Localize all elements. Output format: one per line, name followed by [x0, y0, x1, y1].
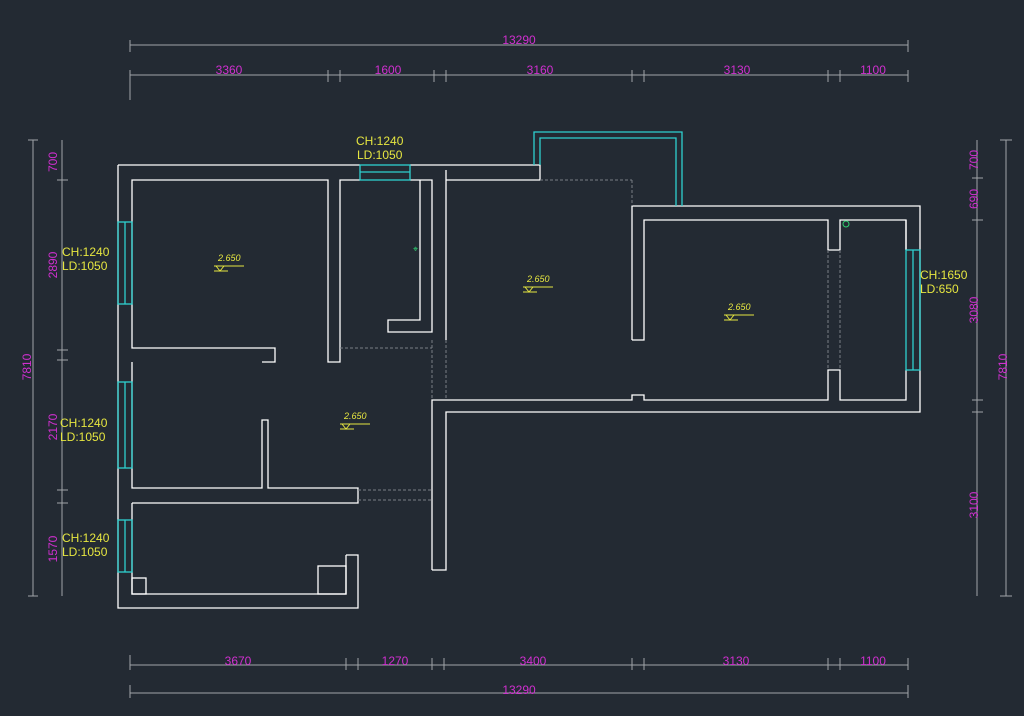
- bottom-dimension-5: 1100: [860, 654, 886, 668]
- walls: [117, 164, 921, 609]
- left-total-dimension: 7810: [20, 353, 34, 380]
- top-dimension-2: 1600: [375, 63, 402, 77]
- level-mark-1: 2.650: [214, 253, 244, 272]
- top-dimension-4: 3130: [724, 63, 751, 77]
- right-dimension-4: 3100: [967, 491, 981, 518]
- left-dimension-4: 1570: [46, 535, 60, 562]
- left-dimension-2: 2890: [46, 251, 60, 278]
- window-5-ch: CH:1650: [920, 268, 968, 282]
- window-2-ch: CH:1240: [62, 245, 110, 259]
- bottom-dimensions: 3670 1270 3400 3130 1100 13290: [129, 654, 909, 698]
- windows: [117, 131, 921, 573]
- openings: [340, 179, 841, 501]
- right-dimensions: 7810 700 690 3080 3100: [967, 139, 1012, 597]
- level-mark-3: 2.650: [724, 302, 754, 321]
- bottom-total-dimension: 13290: [502, 683, 536, 697]
- level-marks: 2.650 2.650 2.650 2.650: [214, 253, 754, 430]
- bottom-dimension-4: 3130: [723, 654, 750, 668]
- top-dimension-5: 1100: [860, 63, 886, 77]
- balcony: [533, 131, 683, 206]
- window-4-ch: CH:1240: [62, 531, 110, 545]
- left-dimension-3: 2170: [46, 413, 60, 440]
- right-dimension-3: 3080: [967, 296, 981, 323]
- svg-text:2.650: 2.650: [526, 274, 550, 284]
- pipe-icon: [842, 220, 850, 228]
- svg-text:2.650: 2.650: [217, 253, 241, 263]
- right-dimension-2: 690: [967, 189, 981, 209]
- window-1-ld: LD:1050: [357, 148, 403, 162]
- window-3-ld: LD:1050: [60, 430, 106, 444]
- svg-text:2.650: 2.650: [343, 411, 367, 421]
- left-dimension-1: 700: [46, 152, 60, 172]
- top-dimension-3: 3160: [527, 63, 554, 77]
- level-mark-4: 2.650: [340, 411, 370, 430]
- top-total-dimension: 13290: [502, 33, 536, 47]
- window-5-ld: LD:650: [920, 282, 959, 296]
- window-1-ch: CH:1240: [356, 134, 404, 148]
- svg-text:2.650: 2.650: [727, 302, 751, 312]
- window-annotations: CH:1240 LD:1050 CH:1240 LD:1050 CH:1240 …: [60, 134, 968, 559]
- top-dimensions: 13290 3360 1600 3160 3130 1100: [129, 33, 909, 100]
- fixtures: ⌖: [413, 220, 850, 255]
- level-mark-2: 2.650: [523, 274, 553, 293]
- window-2-ld: LD:1050: [62, 259, 108, 273]
- window-4-ld: LD:1050: [62, 545, 108, 559]
- drain-icon: ⌖: [413, 245, 418, 255]
- right-total-dimension: 7810: [996, 353, 1010, 380]
- top-dimension-1: 3360: [216, 63, 243, 77]
- window-3-ch: CH:1240: [60, 416, 108, 430]
- bottom-dimension-3: 3400: [520, 654, 547, 668]
- left-dimensions: 7810 700 2890 2170 1570: [20, 139, 68, 597]
- bottom-dimension-2: 1270: [382, 654, 409, 668]
- right-dimension-1: 700: [967, 150, 981, 170]
- bottom-dimension-1: 3670: [225, 654, 252, 668]
